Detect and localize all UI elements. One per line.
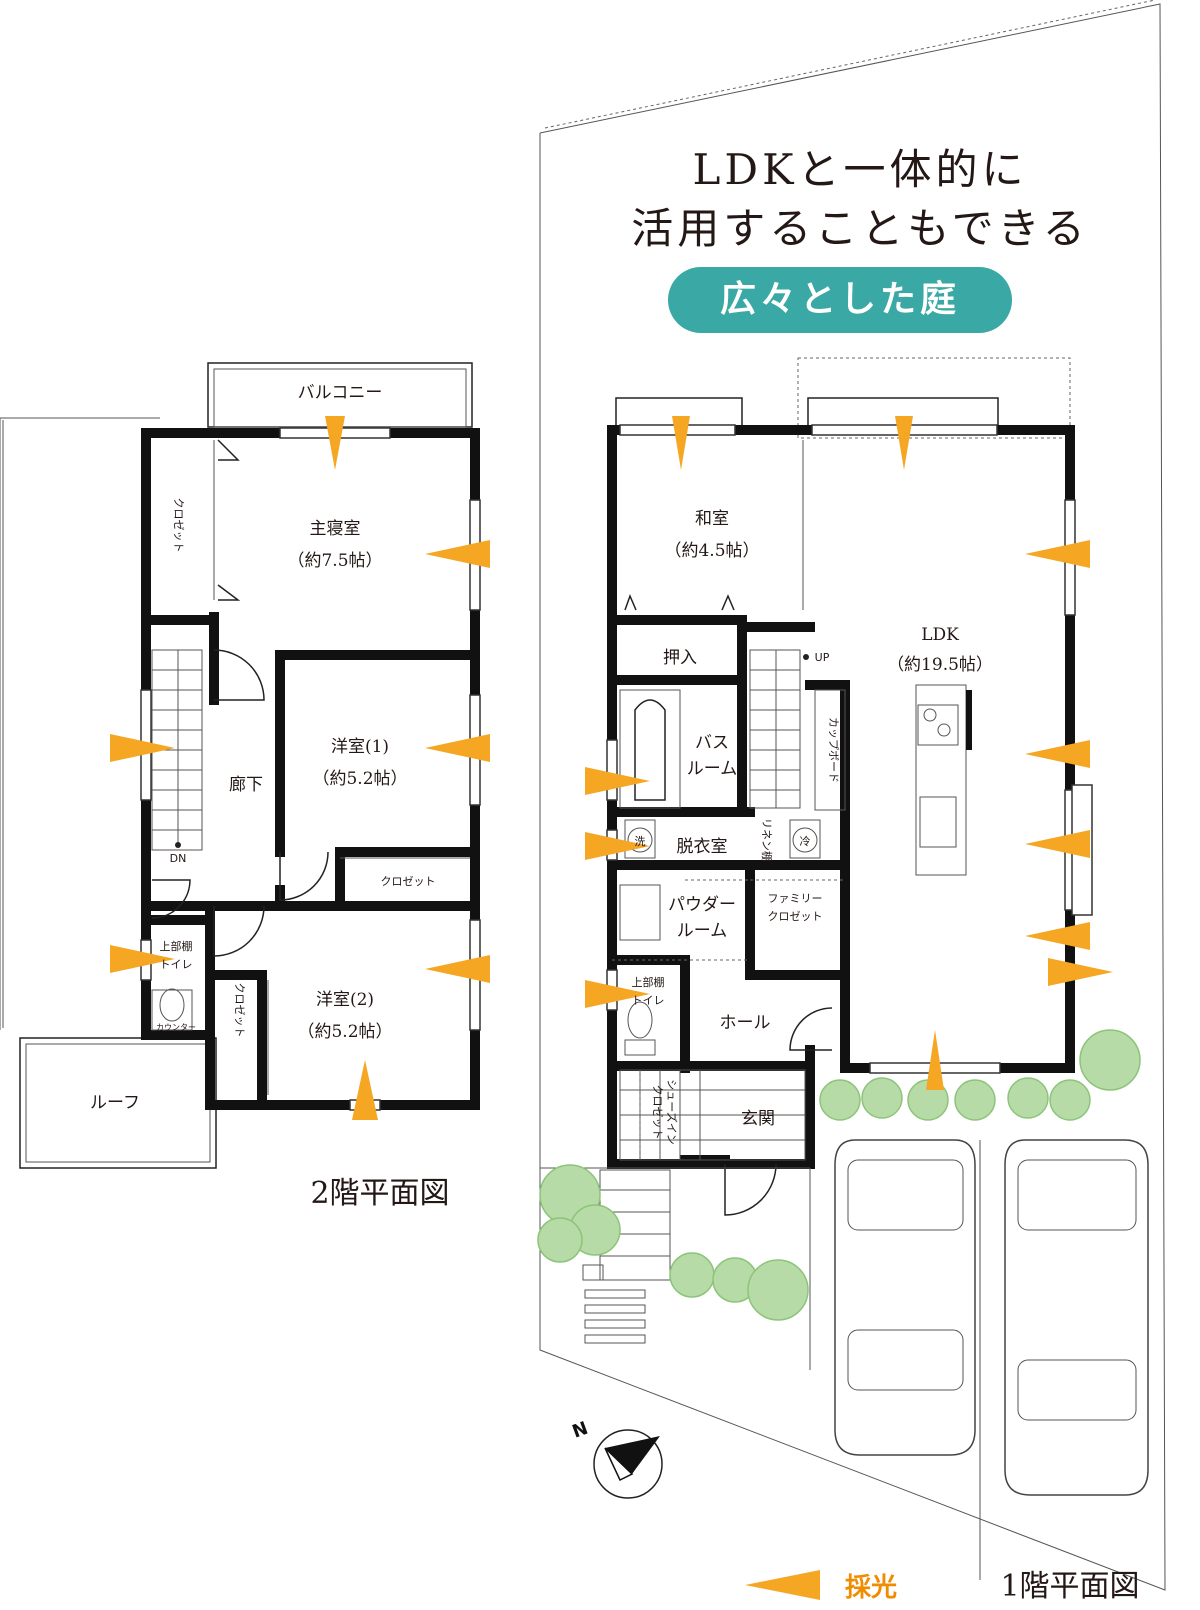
labels-2f: バルコニー 主寝室 （約7.5帖） クロゼット 洋室(1) （約5.2帖） クロ…: [90, 383, 450, 1211]
closet-2-label: クロゼット: [233, 983, 246, 1038]
ldk-size: （約19.5帖）: [887, 655, 993, 675]
western-room-1-name: 洋室(1): [331, 737, 389, 757]
hall-label: ホール: [720, 1013, 771, 1033]
linen-label: リネン棚: [760, 818, 774, 862]
approach-and-garden: [540, 1140, 981, 1580]
balcony-label: バルコニー: [298, 383, 383, 403]
corridor-label: 廊下: [229, 775, 263, 795]
western-room-1-size: （約5.2帖）: [312, 769, 407, 789]
fridge-label: 冷: [800, 835, 811, 848]
toilet-shelf-1f-label: 上部棚: [632, 975, 665, 989]
shoes-closet-line-2: クロゼット: [651, 1085, 664, 1140]
garden-trees: [537, 1029, 1141, 1321]
doors-1f: [624, 440, 833, 1216]
sunlight-legend-icon: [745, 1570, 820, 1600]
western-room-2-size: （約5.2帖）: [297, 1022, 392, 1042]
powder-room-line-2: ルーム: [677, 921, 728, 941]
counter-label: カウンター: [156, 1023, 196, 1032]
second-floor-outline: [0, 417, 217, 1169]
master-bedroom-size: （約7.5帖）: [287, 551, 382, 571]
site-boundary: [539, 0, 1166, 1591]
sunlight-rays-1f: [585, 416, 1113, 1090]
labels-1f: 和室 （約4.5帖） 押入 UP LDK （約19.5帖） バス ルーム カップ…: [632, 509, 993, 1145]
washitsu-name: 和室: [695, 509, 729, 529]
powder-room-line-1: パウダー: [668, 895, 736, 915]
toilet-1f-label: トイレ: [632, 994, 665, 1007]
shoes-closet-line-1: シューズイン: [665, 1079, 679, 1144]
closet-1-label: クロゼット: [381, 875, 436, 888]
floor-2-title: 2階平面図: [310, 1176, 449, 1211]
entrance-label: 玄関: [741, 1109, 775, 1129]
washitsu-size: （約4.5帖）: [664, 541, 759, 561]
compass-north-letter: N: [570, 1418, 591, 1443]
toilet-shelf-2f-label: 上部棚: [160, 939, 193, 953]
headline-line-2: 活用することもできる: [631, 204, 1089, 253]
sunlight-rays-2f: [110, 416, 490, 1120]
dressing-room-label: 脱衣室: [677, 837, 728, 857]
doors-2f: [151, 439, 329, 1031]
master-closet-label: クロゼット: [172, 498, 185, 553]
garden-badge: 広々とした庭: [668, 267, 1012, 333]
master-bedroom-name: 主寝室: [310, 518, 361, 539]
bathroom-line-1: バス: [695, 733, 729, 753]
family-closet-line-2: クロゼット: [768, 910, 823, 923]
headline-line-1: LDKと一体的に: [692, 145, 1028, 194]
floor-1-title: 1階平面図: [1000, 1569, 1139, 1604]
stairs-up-label: UP: [815, 651, 830, 664]
legend: 採光 1階平面図: [745, 1569, 1140, 1604]
stairs-1f: [749, 649, 809, 809]
entrance-tiles: [619, 1069, 806, 1161]
closets-2f: [213, 440, 470, 1095]
sunlight-legend-label: 採光: [845, 1573, 897, 1603]
fixtures-1f: [612, 684, 972, 1056]
western-room-2-name: 洋室(2): [316, 990, 374, 1010]
roof-label: ルーフ: [90, 1093, 140, 1113]
parked-cars: [834, 1139, 1149, 1496]
washer-label: 洗: [635, 835, 646, 848]
ldk-name: LDK: [921, 625, 959, 645]
oshiire-label: 押入: [663, 648, 697, 668]
family-closet-line-1: ファミリー: [768, 892, 823, 905]
north-compass: N: [570, 1418, 663, 1499]
bathroom-line-2: ルーム: [687, 759, 738, 779]
cupboard-label: カップボード: [827, 717, 840, 783]
stairs-dn-label: DN: [170, 852, 187, 865]
toilet-2f-label: トイレ: [160, 958, 193, 971]
